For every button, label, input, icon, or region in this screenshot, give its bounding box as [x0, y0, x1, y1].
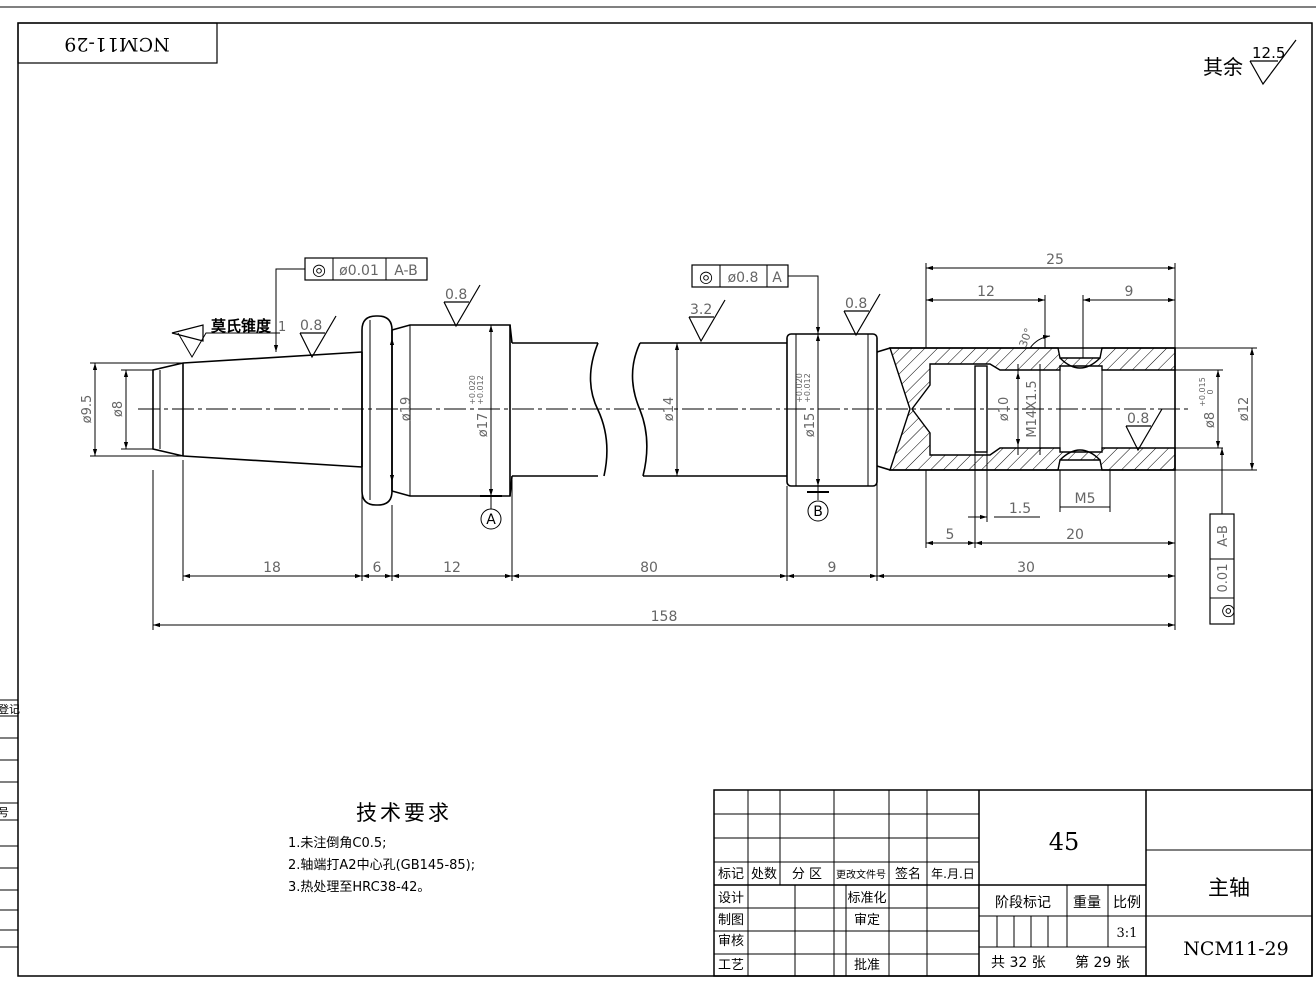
dim-d15-tol-lower: +0.012 [803, 373, 812, 403]
dim-d17-tol-lower: +0.012 [476, 375, 485, 405]
dim-d14: ø14 [662, 397, 677, 422]
dim-taper: 18 [263, 560, 281, 576]
roughness-taper: 0.8 [300, 318, 322, 334]
title-role-review: 审核 [718, 934, 744, 949]
dim-overall: 158 [651, 609, 678, 625]
drawing-number-stamp: NCM11-29 [17, 22, 218, 64]
tolerance-journal-b-value: ø0.8 [728, 270, 759, 286]
datum-b-marker: B [807, 486, 829, 522]
dim-groove: 1.5 [1009, 501, 1031, 517]
dim-d12: ø12 [1237, 397, 1252, 422]
tolerance-frame-bore: ◎ 0.01 A-B [1209, 448, 1237, 625]
taper-label: 莫氏锥度 [211, 317, 272, 335]
dim-bore-end: 9 [1125, 284, 1134, 300]
dimension-texts: 158 18 6 12 80 9 30 25 12 9 5 20 1.5 M5 … [80, 252, 1252, 625]
shaft-outline [152, 315, 1176, 506]
dim-d15: ø15 [803, 413, 818, 438]
title-header-change-doc: 更改文件号 [836, 868, 886, 881]
dim-d9-5: ø9.5 [80, 395, 95, 424]
dim-d15-tol-upper: +0.020 [795, 373, 804, 403]
surface-finish-rest-value: 12.5 [1252, 44, 1285, 62]
title-role-sign-off: 批准 [854, 958, 880, 973]
tolerance-journal-a-value: ø0.01 [339, 263, 379, 279]
dim-d8: ø8 [111, 401, 126, 417]
tolerance-journal-b-datum: A [772, 270, 782, 286]
title-scale-value: 3:1 [1117, 926, 1138, 941]
tech-requirement-item: 2.轴端打A2中心孔(GB145-85); [288, 858, 475, 873]
taper-suffix: 1 [278, 320, 286, 335]
title-weight-label: 重量 [1073, 895, 1101, 911]
title-role-approval: 审定 [854, 913, 880, 928]
roughness-journal-b: 0.8 [845, 296, 867, 312]
bore-section [889, 347, 1176, 471]
general-surface-finish: 其余 12.5 [1203, 39, 1297, 86]
title-role-standardization: 标准化 [847, 891, 886, 906]
title-role-design: 设计 [718, 891, 744, 906]
dim-d8-bore-tol-lower: 0 [1206, 389, 1215, 394]
tolerance-journal-a-symbol: ◎ [312, 260, 326, 279]
tolerance-journal-b-symbol: ◎ [699, 267, 713, 286]
datum-a-label: A [486, 512, 496, 528]
title-sheet-current: 第 29 张 [1075, 954, 1130, 971]
dim-thread: M14X1.5 [1025, 380, 1040, 437]
title-drawing-number: NCM11-29 [1183, 938, 1288, 960]
tech-requirement-item: 1.未注倒角C0.5; [288, 836, 387, 851]
dim-bore-chamfer: 5 [946, 527, 955, 543]
tolerance-bore-datum: A-B [1216, 525, 1231, 547]
roughness-values: 0.8 0.8 3.2 0.8 0.8 [300, 287, 1149, 427]
tolerance-frame-journal-a: ◎ ø0.01 A-B [273, 257, 428, 352]
dim-d8-bore: ø8 [1203, 412, 1218, 428]
roughness-journal-a: 0.8 [445, 287, 467, 303]
dim-d10: ø10 [997, 397, 1012, 422]
dim-journal-b: 9 [828, 560, 837, 576]
left-margin-number: 号 [0, 806, 9, 819]
title-header-signature: 签名 [895, 866, 921, 882]
dim-d19: ø19 [399, 397, 414, 422]
tech-requirements-title: 技术要求 [356, 801, 452, 825]
roughness-shaft: 3.2 [690, 302, 712, 318]
title-sheets-total: 共 32 张 [991, 955, 1046, 971]
tolerance-bore-symbol: ◎ [1218, 604, 1237, 618]
title-header-mark: 标记 [718, 867, 744, 882]
surface-finish-rest-label: 其余 [1203, 55, 1243, 79]
datum-b-label: B [813, 504, 823, 520]
roughness-symbols [299, 284, 1163, 452]
sheet-frame [0, 6, 1316, 977]
dim-side-hole: M5 [1075, 491, 1096, 507]
title-material: 45 [1049, 828, 1080, 856]
dim-collar: 6 [373, 560, 382, 576]
title-part-name: 主轴 [1208, 876, 1250, 900]
title-role-drafting: 制图 [718, 913, 744, 928]
title-block: 标记 处数 分 区 更改文件号 签名 年.月.日 设计 制图 审核 工艺 标准化… [713, 789, 1313, 977]
dim-bore-depth: 12 [977, 284, 995, 300]
title-role-process: 工艺 [718, 958, 744, 973]
left-margin-register: 登记 [0, 702, 20, 716]
dim-journal-a: 12 [443, 560, 461, 576]
dim-cone-angle: 30° [1017, 326, 1036, 349]
dim-d8-bore-tol-upper: +0.015 [1198, 377, 1207, 407]
tolerance-bore-value: 0.01 [1216, 564, 1231, 593]
drawing-number-stamp-text: NCM11-29 [64, 33, 169, 55]
title-header-count: 处数 [751, 867, 777, 882]
tech-requirement-item: 3.热处理至HRC38-42。 [288, 880, 430, 895]
dim-d17: ø17 [476, 413, 491, 438]
title-scale-label: 比例 [1113, 895, 1141, 911]
roughness-bore: 0.8 [1127, 411, 1149, 427]
title-stage-label: 阶段标记 [995, 895, 1051, 911]
dim-bore-total: 25 [1046, 252, 1064, 268]
tech-requirements: 技术要求 1.未注倒角C0.5; 2.轴端打A2中心孔(GB145-85); 3… [288, 801, 475, 895]
title-header-date: 年.月.日 [931, 867, 975, 881]
dim-end: 30 [1017, 560, 1035, 576]
left-margin-table [0, 699, 18, 948]
tolerance-frame-journal-b: ◎ ø0.8 A [691, 264, 821, 334]
tolerance-journal-a-datum: A-B [394, 263, 417, 279]
taper-callout: 莫氏锥度 1 [171, 317, 286, 358]
dimension-lines [90, 263, 1257, 630]
dim-d17-tol-upper: +0.020 [468, 375, 477, 405]
title-header-zone: 分 区 [792, 867, 822, 882]
dim-shaft: 80 [640, 560, 658, 576]
datum-a-marker: A [480, 495, 502, 530]
dim-thread-len: 20 [1066, 527, 1084, 543]
